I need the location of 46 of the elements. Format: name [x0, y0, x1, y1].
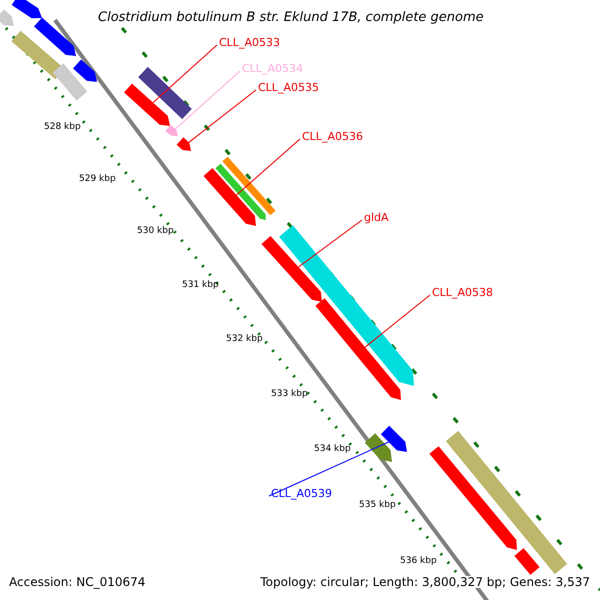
gene-feature	[52, 63, 88, 101]
gene-label: CLL_A0539	[271, 488, 332, 499]
gene-feature	[315, 298, 401, 400]
genome-summary: Topology: circular; Length: 3,800,327 bp; Genes: 3,537	[260, 576, 590, 588]
gene-feature	[73, 60, 97, 82]
tick-label: 532 kbp	[226, 335, 263, 344]
gene-feature	[34, 18, 76, 56]
gene-label: gldA	[364, 212, 389, 223]
gene-feature	[204, 168, 256, 226]
gene-feature	[12, 0, 42, 18]
leader-line	[152, 44, 218, 104]
tick-label: 531 kbp	[182, 281, 219, 290]
leader-line	[364, 294, 430, 348]
gene-feature	[429, 446, 517, 550]
gene-feature	[222, 156, 276, 216]
leader-line	[236, 138, 300, 196]
tick-label: 535 kbp	[359, 501, 396, 510]
gene-feature	[0, 9, 14, 26]
gene-feature	[380, 426, 407, 452]
gene-label: CLL_A0533	[219, 37, 280, 48]
gene-label: CLL_A0538	[432, 287, 493, 298]
gene-feature	[364, 433, 392, 462]
gene-feature	[138, 66, 192, 120]
gene-feature	[176, 137, 191, 151]
leader-line	[268, 436, 401, 496]
leader-line	[298, 220, 362, 268]
tick-label: 529 kbp	[79, 175, 116, 184]
tick-label: 534 kbp	[314, 445, 351, 454]
leader-line	[175, 70, 240, 130]
tick-label: 530 kbp	[137, 227, 174, 236]
gene-feature	[215, 164, 266, 220]
gene-feature	[166, 124, 178, 136]
gene-feature	[279, 225, 414, 386]
tick-label: 536 kbp	[400, 557, 437, 566]
leader-line	[188, 90, 256, 143]
diagram-title: Clostridium botulinum B str. Eklund 17B, complete genome	[98, 11, 484, 24]
gene-label: CLL_A0534	[242, 63, 303, 74]
tick-label: 528 kbp	[44, 123, 81, 132]
accession-note: Accession: NC_010674	[9, 576, 146, 588]
gene-label: CLL_A0536	[302, 131, 363, 142]
gene-label: CLL_A0535	[258, 82, 319, 93]
gene-feature	[262, 236, 322, 302]
tick-label: 533 kbp	[271, 390, 308, 399]
gene-feature	[514, 548, 540, 575]
gene-feature	[124, 84, 170, 126]
gene-feature	[446, 430, 568, 574]
